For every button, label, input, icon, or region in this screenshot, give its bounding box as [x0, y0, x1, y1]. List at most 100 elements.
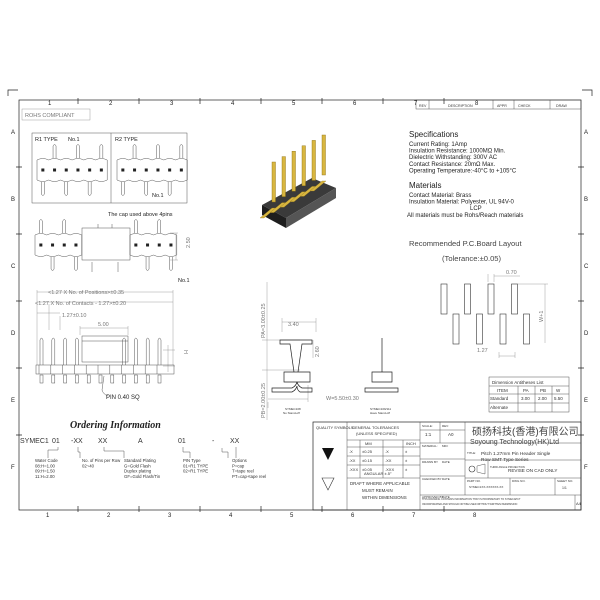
gold-pin [321, 134, 326, 176]
tolerance-cell: ± [405, 449, 408, 454]
column-label-bottom: 1 [46, 513, 50, 519]
spec-line: Operating Temperature:-40°C to +105°C [409, 168, 517, 174]
dim-table-cell: Standard [490, 396, 509, 401]
third-angle-projection-icon [468, 465, 476, 473]
column-label-bottom: 7 [412, 513, 416, 519]
plating-line: Duplex plating [124, 469, 152, 474]
pin-type-line: 01=R1 TYPE [183, 463, 208, 468]
pin-square [74, 243, 78, 247]
pin-type-line: PIN Type [183, 458, 201, 463]
gold-pin [291, 150, 296, 192]
material-line: Contact Material: Brass [409, 193, 471, 199]
row-label-left: C [11, 264, 16, 270]
materials-title: Materials [409, 181, 441, 190]
pin-lead [167, 182, 172, 196]
column-label-top: 2 [109, 101, 113, 107]
front-housing [35, 364, 175, 375]
gold-smt-lead [299, 186, 317, 197]
r2-type-label: R2 TYPE [115, 137, 138, 143]
row-label-left: F [11, 465, 15, 471]
dwg-no-label: DWG NO. [512, 479, 526, 483]
pin-lead [52, 144, 57, 158]
front-cap-line [82, 340, 128, 397]
mm-header: MM [365, 441, 372, 446]
rohs-box [21, 108, 91, 121]
front-pin-foot [51, 374, 56, 384]
gold-smt-lead [259, 207, 277, 219]
proprietary-notice-2: INCORPORATED AND SHOULD NOT BE USED WITH… [422, 503, 517, 506]
housing-edge [128, 158, 141, 182]
pins-line: 02~40 [82, 463, 95, 468]
r1-type-label: R1 TYPE [35, 137, 58, 143]
front-pin-foot [63, 374, 67, 384]
front-pin [39, 337, 44, 365]
tolerance-cell: ±0.05 [362, 467, 373, 472]
pin-square [144, 168, 148, 172]
column-label-bottom: 5 [290, 513, 294, 519]
code-segment: A [138, 438, 143, 445]
options-line: Options [232, 458, 247, 463]
housing-edge [69, 233, 82, 257]
check-header: CHECK [518, 104, 531, 108]
spec-line: Dielectric Withstanding: 300V AC [409, 155, 498, 161]
housing-edge [83, 158, 96, 182]
front-dims [36, 290, 175, 372]
housing-edge [34, 233, 47, 257]
contacts-dim: <1.27 X No. of Contacts - 1.27>±0.20 [35, 301, 126, 307]
pin-square [41, 168, 45, 172]
gold-pin [301, 145, 306, 187]
dim-table-cell: Alternate [490, 405, 509, 410]
front-pin [145, 337, 150, 365]
column-label-top: 8 [475, 101, 479, 107]
housing-edge [140, 158, 153, 182]
housing-edge [175, 158, 188, 182]
ordering-leaders [47, 447, 237, 458]
code-segment: - [212, 438, 215, 445]
part-no-label-2: PART NO. [467, 479, 481, 483]
pin-square [62, 243, 66, 247]
pin-lead [64, 182, 68, 196]
gold-pin [311, 140, 316, 181]
cap-note: The cap used above 4pins [108, 212, 173, 218]
dim-table-header: PB [540, 388, 546, 393]
material-line: Insulation Material: Polyester, UL 94V-0 [409, 200, 514, 206]
front-pin-foot [122, 374, 126, 384]
housing-edge [71, 158, 84, 182]
projection-label-short: THIRD ANGLE PROJECTION [490, 465, 525, 469]
draft-note: DRAFT WHERE APPLICABLE [350, 481, 410, 486]
caption2-b: Have Stand-off [370, 411, 390, 415]
column-label-top: 1 [48, 101, 52, 107]
code-segment: -XX [71, 438, 83, 445]
height-dim: 2.50 [186, 237, 192, 248]
gold-smt-lead [289, 191, 307, 202]
gold-smt-lead [309, 180, 327, 192]
water-code-line: 08:H=1.00 [35, 463, 56, 468]
pin-square [76, 168, 80, 172]
quality-triangle-icon [322, 448, 334, 460]
water-code-line: Water Code [35, 458, 58, 463]
pcb-pad-top [511, 283, 518, 315]
column-label-top: 4 [231, 101, 235, 107]
positions-dim: <1.27 X No. of Positions>±0.35 [48, 290, 124, 296]
projection-cone-icon [476, 463, 486, 475]
code-segment: XX [98, 438, 108, 445]
pin-square [39, 243, 43, 247]
cap-no1-label: No.1 [178, 278, 190, 284]
cap-width-dim: 5.00 [98, 322, 109, 328]
pin-lead [132, 144, 137, 158]
revision-table: REV DESCRIPTION APPR CHECK DRAW [415, 99, 582, 110]
tolerance-cell: .X [349, 449, 353, 454]
spec-line: Contact Resistance: 20mΩ Max. [409, 162, 496, 168]
angular-tolerance: ANGULAR ±.5° [364, 471, 392, 476]
pin-lead [39, 219, 43, 233]
pa-dim: PA=3.00±0.25 [261, 303, 267, 338]
w-plus-1-dim: W+1 [539, 311, 545, 322]
pin-square [121, 168, 125, 172]
pcb-pad-top [440, 283, 448, 315]
tolerance-cell: .XXX [385, 467, 394, 472]
type-box [31, 132, 188, 204]
pin-square [64, 168, 68, 172]
approved-date: DATE [442, 495, 450, 499]
material-label: MATERIAL: [422, 444, 438, 448]
